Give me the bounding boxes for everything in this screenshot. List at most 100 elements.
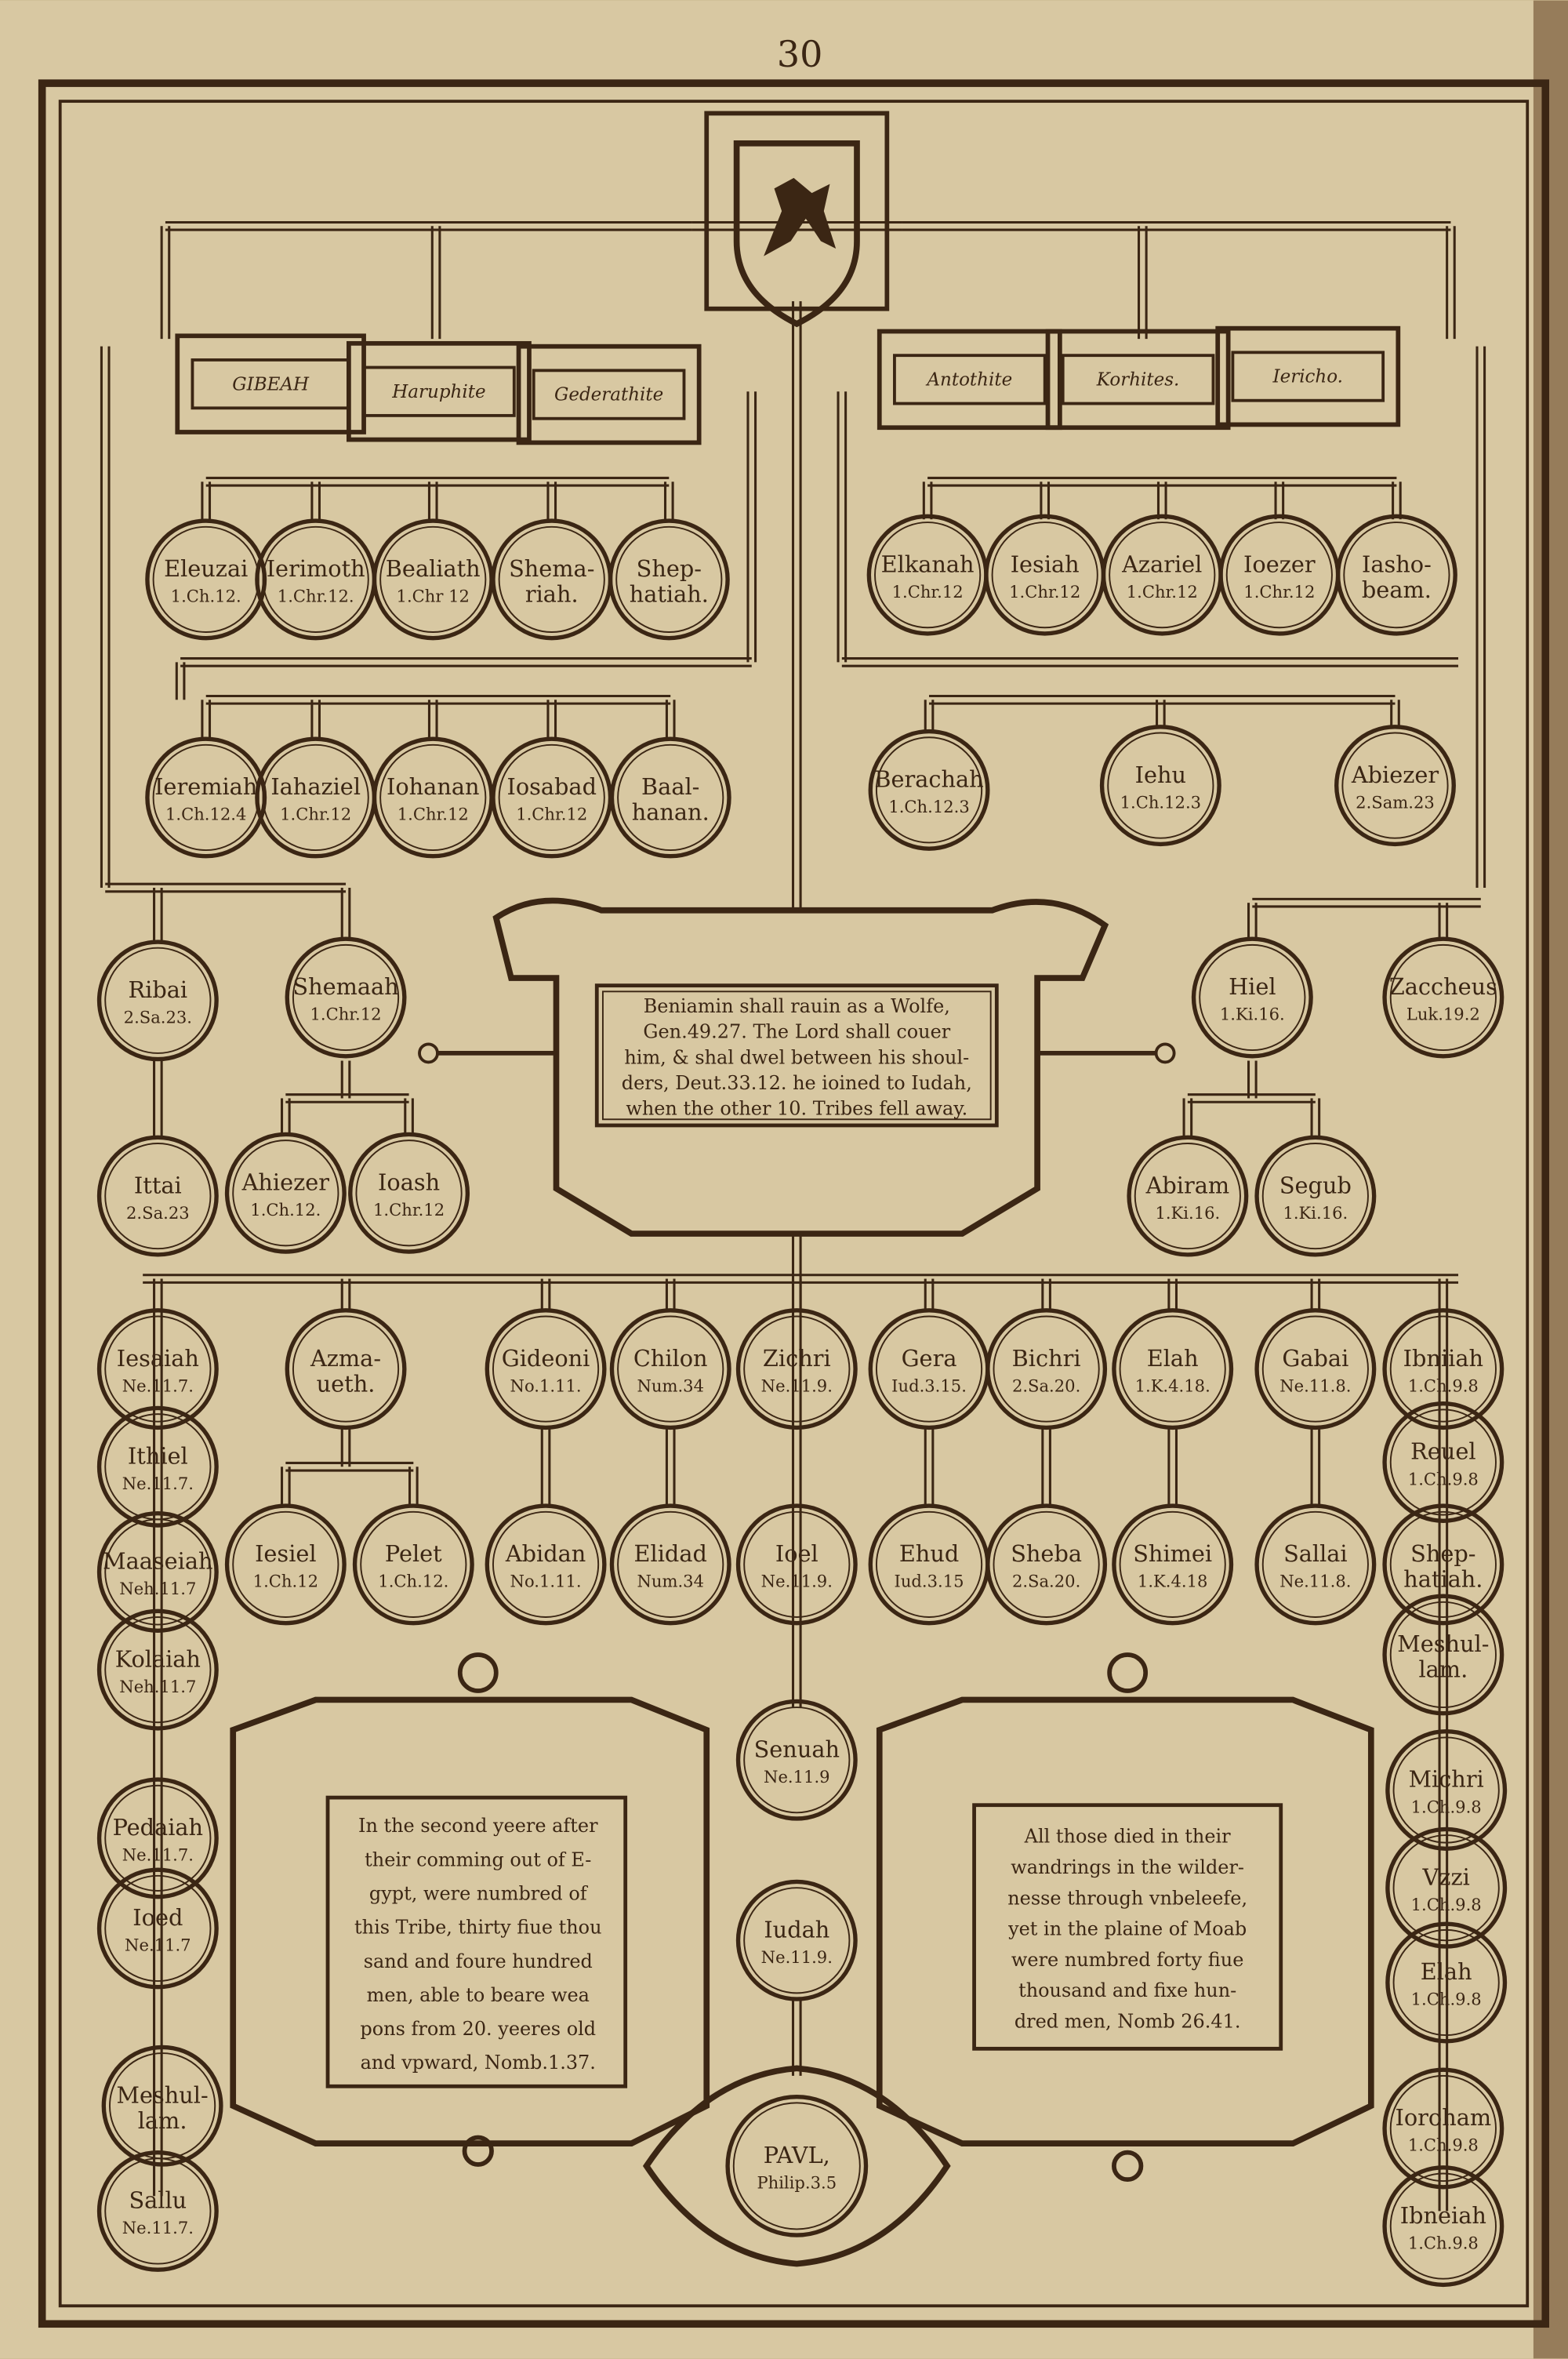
node-ring bbox=[735, 1879, 858, 2001]
person-reference: 2.Sa.23. bbox=[124, 1008, 192, 1027]
node-ring bbox=[1112, 1308, 1234, 1430]
node-ring bbox=[285, 1308, 407, 1430]
person-reference: ueth. bbox=[317, 1370, 376, 1397]
node-ring bbox=[1254, 1135, 1377, 1257]
person-name: Iesiah bbox=[1011, 551, 1080, 577]
person-reference: Ne.11.7. bbox=[122, 1474, 194, 1493]
place-label: Haruphite bbox=[391, 382, 485, 402]
person-reference: Ne.11.7. bbox=[122, 1845, 194, 1865]
person-name: Baal- bbox=[641, 773, 699, 800]
inscription-line: All those died in their bbox=[1024, 1826, 1231, 1848]
node-ring bbox=[1382, 2165, 1504, 2288]
person-reference: 1.Chr.12 bbox=[1009, 582, 1080, 602]
person-name: Iohanan bbox=[387, 773, 480, 800]
node-ring bbox=[96, 1608, 219, 1731]
node-ring bbox=[145, 518, 267, 641]
person-name: Zaccheus bbox=[1389, 973, 1497, 1000]
person-node: Ioroham 1.Ch.9.8 bbox=[1382, 2067, 1504, 2190]
person-reference: 1.Chr.12 bbox=[310, 1005, 381, 1024]
node-ring bbox=[1254, 1503, 1377, 1626]
outer-frame bbox=[38, 79, 1550, 2328]
person-name: Azariel bbox=[1121, 551, 1202, 577]
person-name: Ehud bbox=[899, 1540, 959, 1567]
person-reference: 1.Ch.9.8 bbox=[1408, 1376, 1479, 1395]
node-ring bbox=[348, 1132, 470, 1254]
node-ring bbox=[96, 940, 219, 1062]
person-node: Azma-ueth. bbox=[285, 1308, 407, 1430]
person-reference: 1.Ch.9.8 bbox=[1408, 2135, 1479, 2155]
page-number: 30 bbox=[777, 33, 823, 75]
node-ring bbox=[735, 1699, 858, 1821]
person-reference: 1.Chr.12 bbox=[1243, 582, 1315, 602]
node-ring bbox=[725, 2095, 869, 2237]
person-name: Shep- bbox=[1410, 1540, 1475, 1567]
person-nodes: Eleuzai1.Ch.12.Ierimoth1.Chr.12.Bealiath… bbox=[96, 514, 1508, 2288]
inscription-line: this Tribe, thirty fiue thou bbox=[354, 1917, 601, 1939]
person-reference: Luk.19.2 bbox=[1406, 1005, 1480, 1024]
place-label: Antothite bbox=[925, 370, 1012, 391]
person-name: Pelet bbox=[385, 1540, 442, 1567]
crest-shield bbox=[704, 111, 890, 328]
person-reference: 1.Ch.9.8 bbox=[1411, 1990, 1482, 2009]
node-ring bbox=[1335, 514, 1457, 636]
person-reference: 2.Sa.23 bbox=[126, 1203, 190, 1223]
inscription-line: yet in the plaine of Moab bbox=[1007, 1918, 1247, 1940]
node-ring bbox=[96, 1135, 219, 1257]
node-ring bbox=[1382, 1308, 1504, 1430]
inscription-line: when the other 10. Tribes fell away. bbox=[626, 1098, 967, 1120]
person-name: Gabai bbox=[1282, 1345, 1348, 1372]
person-reference: Neh.11.7 bbox=[119, 1579, 196, 1598]
person-reference: Ne.11.9. bbox=[761, 1376, 833, 1395]
person-name: Meshul- bbox=[1397, 1630, 1489, 1657]
person-name: Berachah bbox=[874, 766, 983, 793]
person-name: Ioroham bbox=[1396, 2104, 1492, 2131]
person-reference: 1.Chr.12 bbox=[892, 582, 964, 602]
person-name: Bichri bbox=[1012, 1345, 1081, 1372]
inscription-line: their comming out of E- bbox=[365, 1848, 591, 1870]
node-ring bbox=[1385, 1826, 1508, 1949]
node-ring bbox=[609, 1308, 731, 1430]
cartouche: Korhites. bbox=[1045, 329, 1231, 431]
person-name: Sallu bbox=[129, 2187, 187, 2214]
person-reference: No.1.11. bbox=[510, 1376, 582, 1395]
person-name: Ittai bbox=[134, 1172, 182, 1198]
node-ring bbox=[1382, 1594, 1504, 1716]
person-name: Elkanah bbox=[881, 551, 975, 577]
person-name: Zichri bbox=[763, 1345, 831, 1372]
person-reference: Ne.11.8. bbox=[1279, 1376, 1351, 1395]
node-ring bbox=[285, 936, 407, 1059]
person-name: Bealiath bbox=[386, 555, 481, 582]
person-node: Meshul-lam. bbox=[101, 2045, 223, 2167]
person-name: Ithiel bbox=[128, 1442, 188, 1469]
cartouche: Iericho. bbox=[1215, 325, 1401, 427]
place-label: Korhites. bbox=[1096, 370, 1180, 391]
place-label: GIBEAH bbox=[232, 374, 310, 394]
person-reference: 1.Ch.12. bbox=[171, 587, 241, 606]
person-reference: hanan. bbox=[632, 799, 710, 826]
person-reference: 1.K.4.18. bbox=[1135, 1376, 1210, 1395]
person-reference: 1.Ch.9.8 bbox=[1408, 2233, 1479, 2252]
node-ring bbox=[96, 1308, 219, 1430]
person-reference: 1.Ch.12. bbox=[250, 1200, 321, 1219]
person-name: Elah bbox=[1147, 1345, 1199, 1372]
node-ring bbox=[868, 729, 990, 851]
node-ring bbox=[609, 736, 731, 859]
person-reference: 1.Ki.16. bbox=[1283, 1203, 1348, 1223]
inscription-line: thousand and fixe hun- bbox=[1018, 1979, 1236, 2001]
